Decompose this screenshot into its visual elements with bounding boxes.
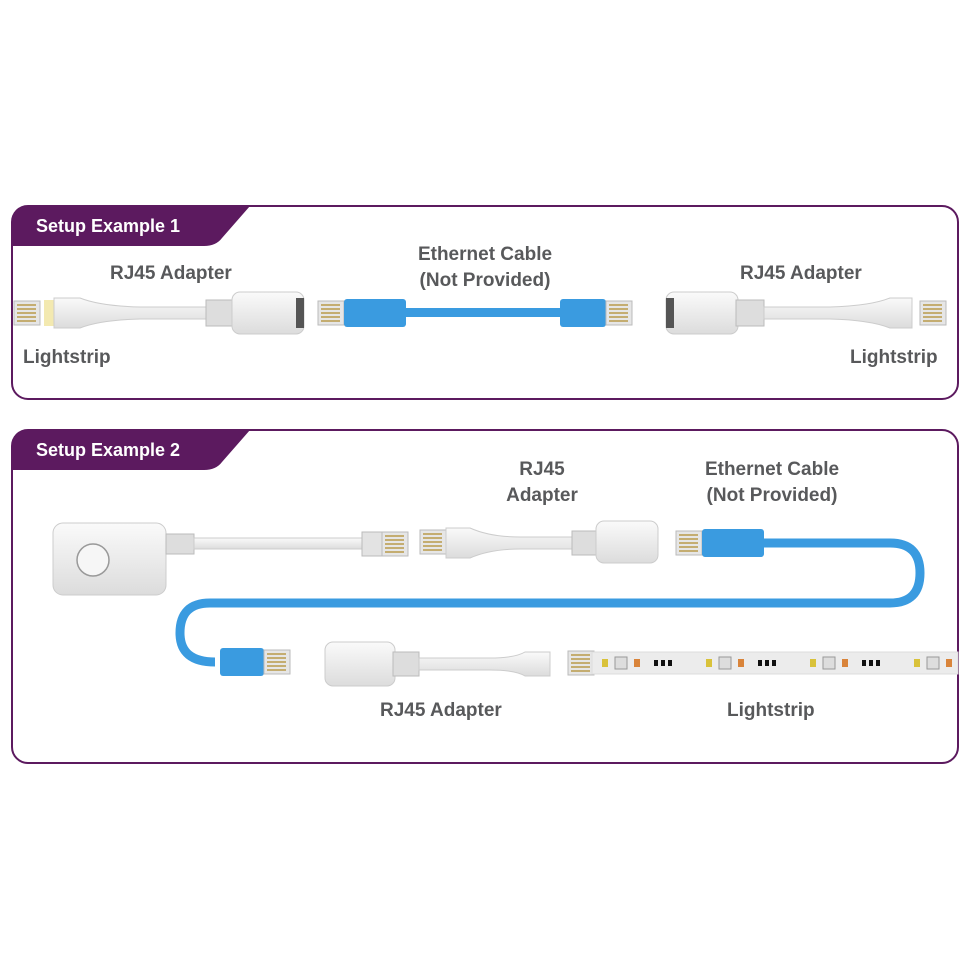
label-rj45-adapter-right: RJ45 Adapter xyxy=(740,263,862,284)
label-rj45-adapter-top-line2: Adapter xyxy=(506,485,578,506)
label-ethernet-cable-2-line2: (Not Provided) xyxy=(706,485,838,506)
label-rj45-adapter-bottom: RJ45 Adapter xyxy=(380,700,502,721)
label-rj45-adapter-top-line1: RJ45 xyxy=(519,459,565,480)
rj45-adapter-left xyxy=(44,291,305,335)
controller-button xyxy=(76,543,110,577)
lightstrip xyxy=(567,650,959,676)
rj45-adapter-bottom xyxy=(324,641,551,687)
example2-title: Setup Example 2 xyxy=(36,440,181,460)
label-ethernet-cable-2-line1: Ethernet Cable xyxy=(704,459,840,480)
example2-panel xyxy=(11,429,959,764)
example1-panel xyxy=(11,205,959,400)
label-ethernet-cable-line1: Ethernet Cable xyxy=(417,244,553,265)
label-ethernet-cable-line2: (Not Provided) xyxy=(419,270,551,291)
label-lightstrip: Lightstrip xyxy=(727,700,815,721)
label-rj45-adapter-left: RJ45 Adapter xyxy=(110,263,232,284)
label-rj45-adapter-top: RJ45 Adapter xyxy=(492,457,592,509)
rj45-adapter-right xyxy=(665,291,913,335)
lightstrip-plug-right xyxy=(919,300,947,326)
controller-box xyxy=(52,522,409,596)
label-ethernet-cable-1: Ethernet Cable (Not Provided) xyxy=(405,242,565,294)
rj45-adapter-top xyxy=(419,520,659,564)
label-ethernet-cable-2: Ethernet Cable (Not Provided) xyxy=(692,457,852,509)
label-lightstrip-right: Lightstrip xyxy=(850,347,938,368)
ethernet-cable-1 xyxy=(317,299,633,327)
example2-tab xyxy=(12,430,250,470)
label-lightstrip-left: Lightstrip xyxy=(23,347,111,368)
lightstrip-plug-left xyxy=(13,300,41,326)
example1-tab xyxy=(12,206,250,246)
example1-title: Setup Example 1 xyxy=(36,216,181,236)
ethernet-cable-2 xyxy=(175,529,925,676)
